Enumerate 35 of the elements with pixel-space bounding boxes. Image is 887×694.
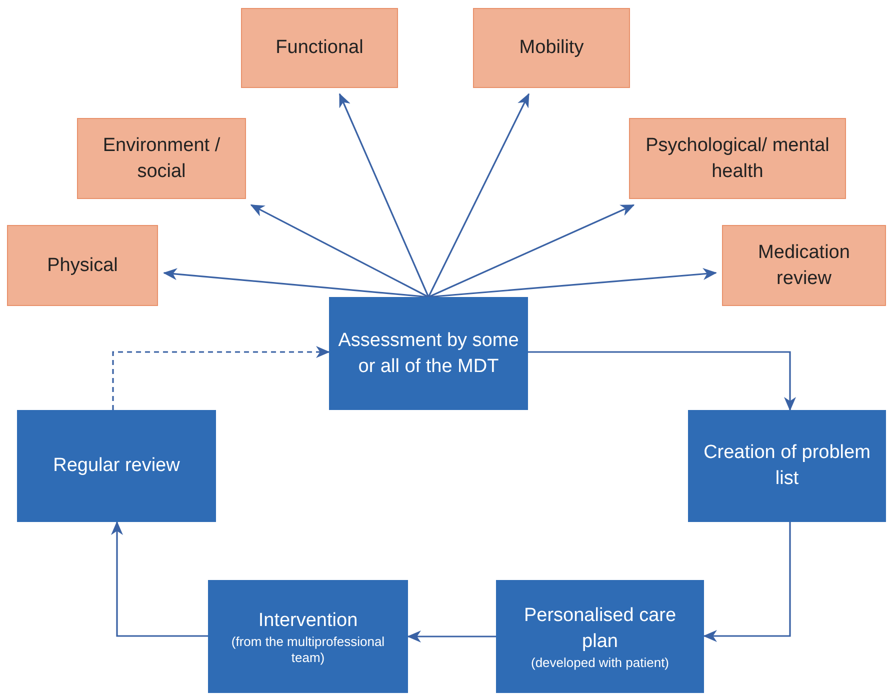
- box-title: Environment / social: [102, 134, 222, 184]
- box-title: Personalised care plan: [522, 604, 678, 654]
- assessment-box: [241, 8, 398, 88]
- process-box: [17, 410, 216, 522]
- process-box: [329, 297, 528, 410]
- arrow: [703, 522, 791, 642]
- process-box: [496, 580, 704, 693]
- process-box: [208, 580, 408, 693]
- arrow: [528, 351, 796, 411]
- assessment-box: [473, 8, 630, 88]
- assessment-box: [77, 118, 246, 199]
- box-title: Functional: [276, 36, 364, 60]
- box-subtitle: (from the multiprofessional team): [230, 634, 386, 666]
- arrow: [428, 268, 717, 298]
- box-title: Mobility: [519, 36, 584, 60]
- arrow: [428, 204, 635, 298]
- process-box: [688, 410, 886, 522]
- box-title: Creation of problem list: [702, 441, 872, 491]
- box-title: Regular review: [53, 454, 180, 478]
- assessment-box: [722, 225, 886, 306]
- arrow: [407, 630, 496, 642]
- arrow: [163, 268, 429, 298]
- dashed-arrow: [112, 346, 330, 410]
- box-title: Intervention: [258, 608, 358, 632]
- arrow: [428, 93, 530, 298]
- box-title: Medication review: [757, 240, 851, 290]
- box-title: Assessment by some or all of the MDT: [337, 328, 520, 378]
- arrow: [111, 521, 208, 637]
- box-title: Physical: [47, 254, 118, 278]
- assessment-box: [629, 118, 846, 199]
- box-title: Psychological/ mental health: [644, 134, 830, 184]
- arrow: [250, 204, 429, 298]
- box-subtitle: (developed with patient): [530, 654, 670, 670]
- assessment-box: [7, 225, 158, 306]
- arrow: [338, 93, 430, 298]
